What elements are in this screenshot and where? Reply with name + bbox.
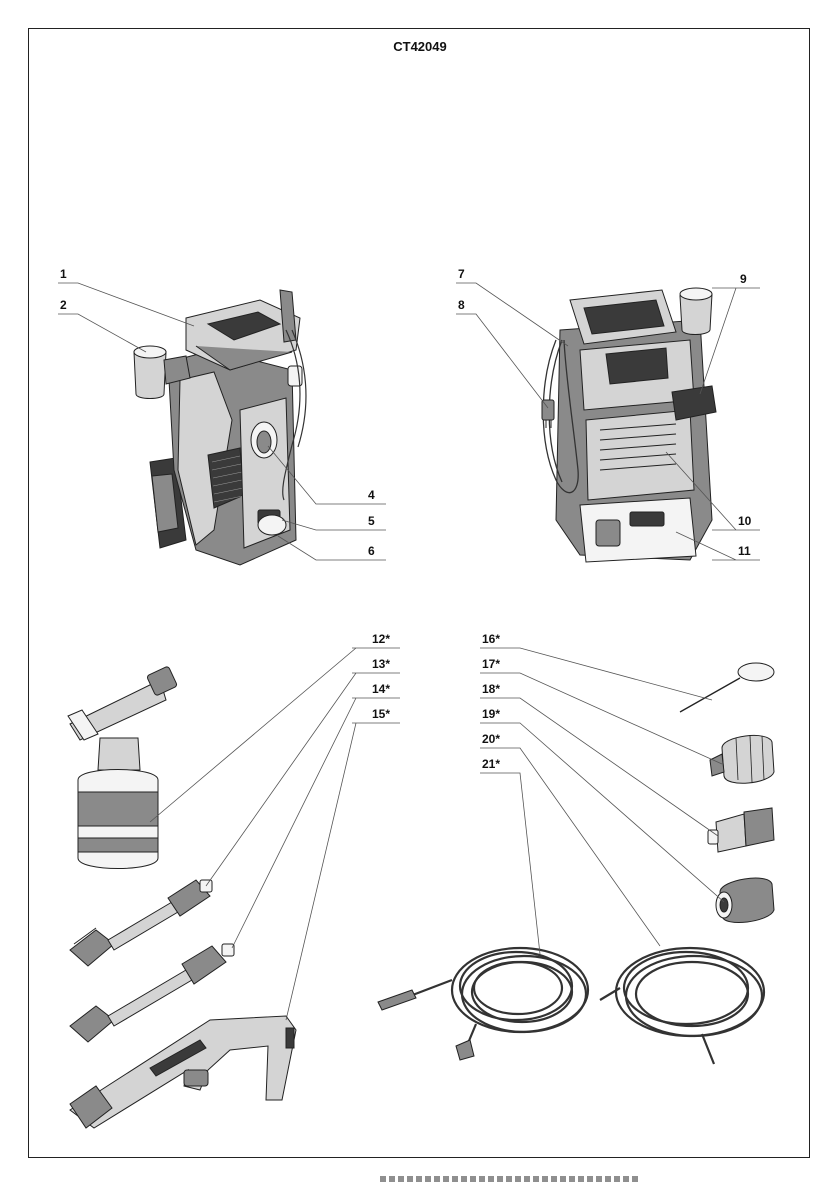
callout-5: 5 — [368, 514, 375, 528]
callout-13: 13* — [372, 657, 390, 671]
inlet-adapter-17 — [710, 735, 774, 783]
spray-lance-1 — [70, 880, 212, 966]
callout-11: 11 — [738, 544, 751, 558]
callout-6: 6 — [368, 544, 375, 558]
callout-12: 12* — [372, 632, 390, 646]
spray-gun — [70, 1016, 296, 1128]
callout-15: 15* — [372, 707, 390, 721]
quick-connector-18 — [708, 808, 774, 852]
callout-21: 21* — [482, 757, 500, 771]
footer-decoration — [380, 1176, 640, 1182]
callout-19: 19* — [482, 707, 500, 721]
washer-front-view — [134, 290, 306, 565]
callout-10: 10 — [738, 514, 752, 528]
callout-4: 4 — [368, 488, 375, 502]
cleaning-needle — [680, 663, 774, 712]
hose-coil-20 — [600, 948, 764, 1064]
callout-9: 9 — [740, 272, 747, 286]
hose-coil-21 — [410, 948, 588, 1048]
callout-7: 7 — [458, 267, 465, 281]
callout-1: 1 — [60, 267, 67, 281]
callout-18: 18* — [482, 682, 500, 696]
hose-connector-19 — [716, 878, 774, 922]
washer-rear-view — [542, 288, 716, 562]
callout-16: 16* — [482, 632, 500, 646]
callout-20: 20* — [482, 732, 500, 746]
callout-17: 17* — [482, 657, 500, 671]
callout-14: 14* — [372, 682, 390, 696]
callout-2: 2 — [60, 298, 67, 312]
callout-8: 8 — [458, 298, 465, 312]
foam-bottle — [68, 666, 178, 869]
